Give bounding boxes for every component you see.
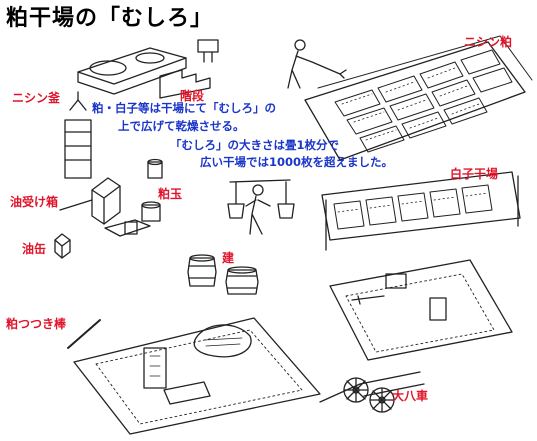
- oil-receiving-box: [59, 177, 121, 225]
- label-oil-can: 油缶: [22, 242, 47, 256]
- page-title: 粕干場の「むしろ」: [6, 6, 214, 31]
- label-herring-cauldron: ニシン釜: [12, 91, 61, 105]
- big-cart: [319, 371, 425, 413]
- herring-meal-drying-mats: [304, 35, 533, 161]
- description-line-2: 上で広げて乾燥させる。: [118, 119, 245, 133]
- barrels: [187, 254, 259, 295]
- label-big-cart: 大八車: [392, 389, 429, 403]
- drying-mats-right: [329, 259, 513, 361]
- drying-mats-left: [73, 317, 321, 435]
- carrier-with-baskets: [227, 179, 295, 235]
- label-herring-meal: ニシン粕: [464, 35, 513, 49]
- label-milt-drying-area: 白子干場: [450, 167, 499, 181]
- oil-cans: [54, 233, 71, 259]
- oil-press: [64, 91, 92, 179]
- meal-balls: [104, 158, 163, 237]
- worker-with-rake: [287, 39, 347, 89]
- steps: [159, 69, 211, 99]
- label-poking-stick: 粕つつき棒: [6, 317, 67, 331]
- label-oil-receiving-box: 油受け箱: [10, 195, 59, 209]
- meal-poking-stick: [67, 319, 101, 349]
- description-line-1: 粕・白子等は干場にて「むしろ」の: [92, 101, 276, 115]
- label-meal-ball: 粕玉: [158, 187, 183, 201]
- milt-drying-racks: [321, 171, 521, 251]
- description-line-4: 広い干場では1000枚を超えました。: [200, 155, 394, 169]
- label-barrel: 建: [222, 251, 235, 265]
- label-steps: 階段: [180, 89, 205, 103]
- description-line-3: 「むしろ」の大きさは畳1枚分で: [170, 138, 339, 152]
- herring-cauldron: [77, 39, 219, 95]
